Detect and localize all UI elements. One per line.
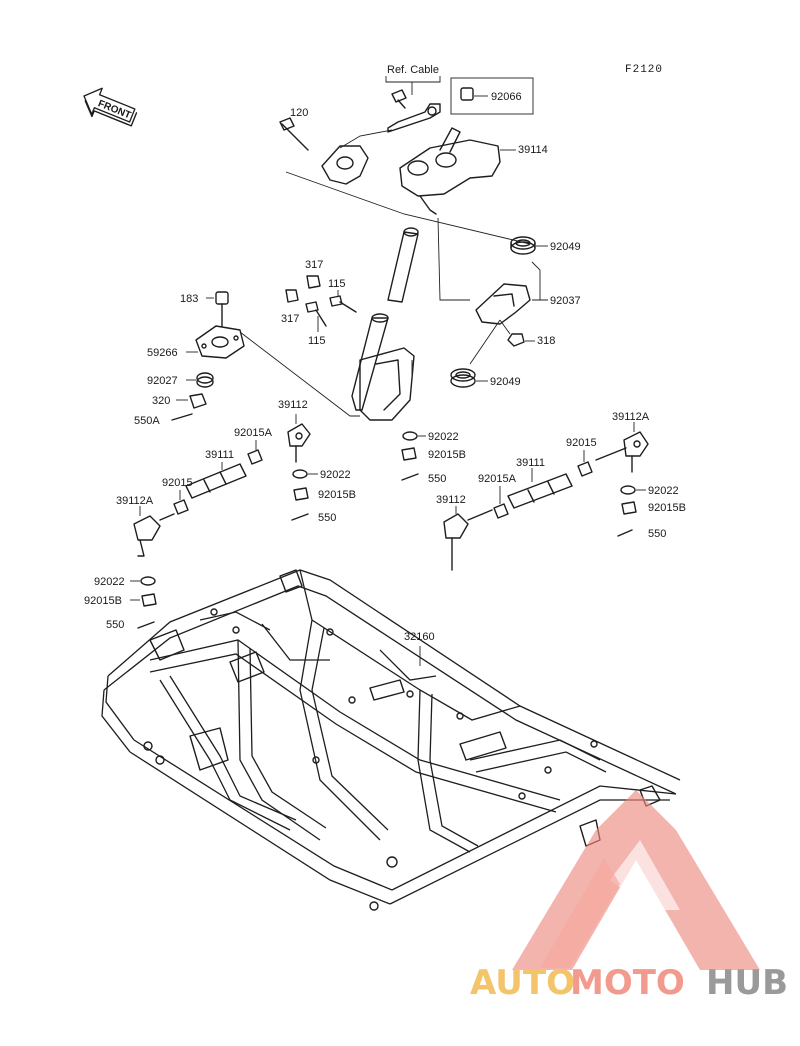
label-92015-left: 92015 [162, 477, 193, 489]
nut-92015B-mid [293, 487, 309, 501]
callout-box-92066 [450, 77, 534, 115]
label-183: 183 [180, 293, 198, 305]
watermark-hub: HUB [706, 963, 788, 1003]
washer-92022-left [140, 576, 156, 586]
bolt-92066 [460, 87, 474, 101]
label-92015B-right: 92015B [648, 502, 686, 514]
automotohub-logo [512, 790, 760, 970]
label-92022-mid: 92022 [320, 469, 351, 481]
label-318: 318 [537, 335, 555, 347]
label-39112-right: 39112 [436, 494, 466, 506]
nut-92015B-left [141, 593, 157, 607]
bolt-115-upper [329, 295, 357, 313]
washer-92022-mid [292, 469, 308, 479]
label-550-right: 550 [648, 528, 666, 540]
label-39114: 39114 [518, 144, 548, 156]
label-550A: 550A [134, 415, 160, 427]
label-92022-left: 92022 [94, 576, 125, 588]
label-92022-center: 92022 [428, 431, 459, 443]
bolt-115-lower [305, 301, 327, 327]
label-92015A-right: 92015A [478, 473, 517, 485]
label-92015-right: 92015 [566, 437, 597, 449]
label-320: 320 [152, 395, 170, 407]
seal-92049-lower [450, 368, 476, 388]
pin-550-left [137, 621, 155, 629]
nut-317-lower [285, 289, 299, 303]
nut-318 [507, 333, 525, 347]
label-92015B-left: 92015B [84, 595, 122, 607]
tie-rod-39111-left [185, 463, 247, 499]
front-arrow-icon: FRONT [83, 87, 138, 127]
bolt-183 [215, 291, 229, 327]
pin-550A [171, 413, 193, 421]
label-92066: 92066 [491, 91, 522, 103]
label-92049-upper: 92049 [550, 241, 581, 253]
watermark-text: AUTO MOTO HUB [470, 963, 788, 1003]
watermark-moto: MOTO [570, 963, 685, 1003]
label-39111-left: 39111 [205, 449, 234, 461]
label-92015A-left: 92015A [234, 427, 273, 439]
label-550-left: 550 [106, 619, 124, 631]
label-550-center: 550 [428, 473, 446, 485]
handlebar-holder [399, 127, 501, 215]
tie-rod-end-39112A-left [133, 513, 175, 557]
bearing-plate-59266 [195, 325, 245, 359]
nut-320 [189, 393, 207, 409]
label-39112A-right: 39112A [612, 411, 650, 423]
label-115-lower: 115 [308, 335, 326, 347]
tie-rod-39111-right [507, 473, 573, 509]
nut-92015A-left [247, 449, 263, 465]
pin-550-mid [291, 513, 309, 521]
label-92015B-center: 92015B [428, 449, 466, 461]
pin-550-right [617, 529, 633, 537]
label-115-upper: 115 [328, 278, 346, 290]
nut-92015-right [577, 461, 593, 477]
nut-92015B-right [621, 501, 637, 515]
label-92027: 92027 [147, 375, 178, 387]
label-39112A-left: 39112A [116, 495, 154, 507]
nut-317-upper [306, 275, 321, 289]
label-92022-right: 92022 [648, 485, 679, 497]
seal-92049-upper [510, 236, 536, 255]
frame-32160 [101, 569, 681, 911]
pin-550-center [401, 473, 419, 481]
nut-92015-left [173, 499, 189, 515]
label-317-lower: 317 [281, 313, 299, 325]
figure-number: F2120 [625, 64, 663, 76]
cable-bracket [387, 89, 441, 133]
bearing-holder-92037 [475, 283, 531, 325]
washer-92022-center [402, 431, 418, 441]
label-92049-lower: 92049 [490, 376, 521, 388]
ref-cable-note: Ref. Cable [387, 64, 439, 76]
label-550-mid: 550 [318, 512, 336, 524]
label-317-upper: 317 [305, 259, 323, 271]
tie-rod-end-39112-right [443, 509, 493, 571]
label-32160: 32160 [404, 631, 435, 643]
label-39111-right: 39111 [516, 457, 545, 469]
label-92037: 92037 [550, 295, 581, 307]
label-59266: 59266 [147, 347, 178, 359]
collar-92027 [196, 372, 214, 388]
nut-92015A-right [493, 503, 509, 519]
label-120: 120 [290, 107, 308, 119]
tie-rod-end-39112A-right [595, 431, 649, 473]
label-92015B-mid: 92015B [318, 489, 356, 501]
steering-shaft [351, 227, 419, 421]
washer-92022-right [620, 485, 636, 495]
tie-rod-end-39112-left [287, 423, 311, 463]
nut-92015B-center [401, 447, 417, 461]
watermark-auto: AUTO [470, 963, 575, 1003]
label-39112-left: 39112 [278, 399, 308, 411]
